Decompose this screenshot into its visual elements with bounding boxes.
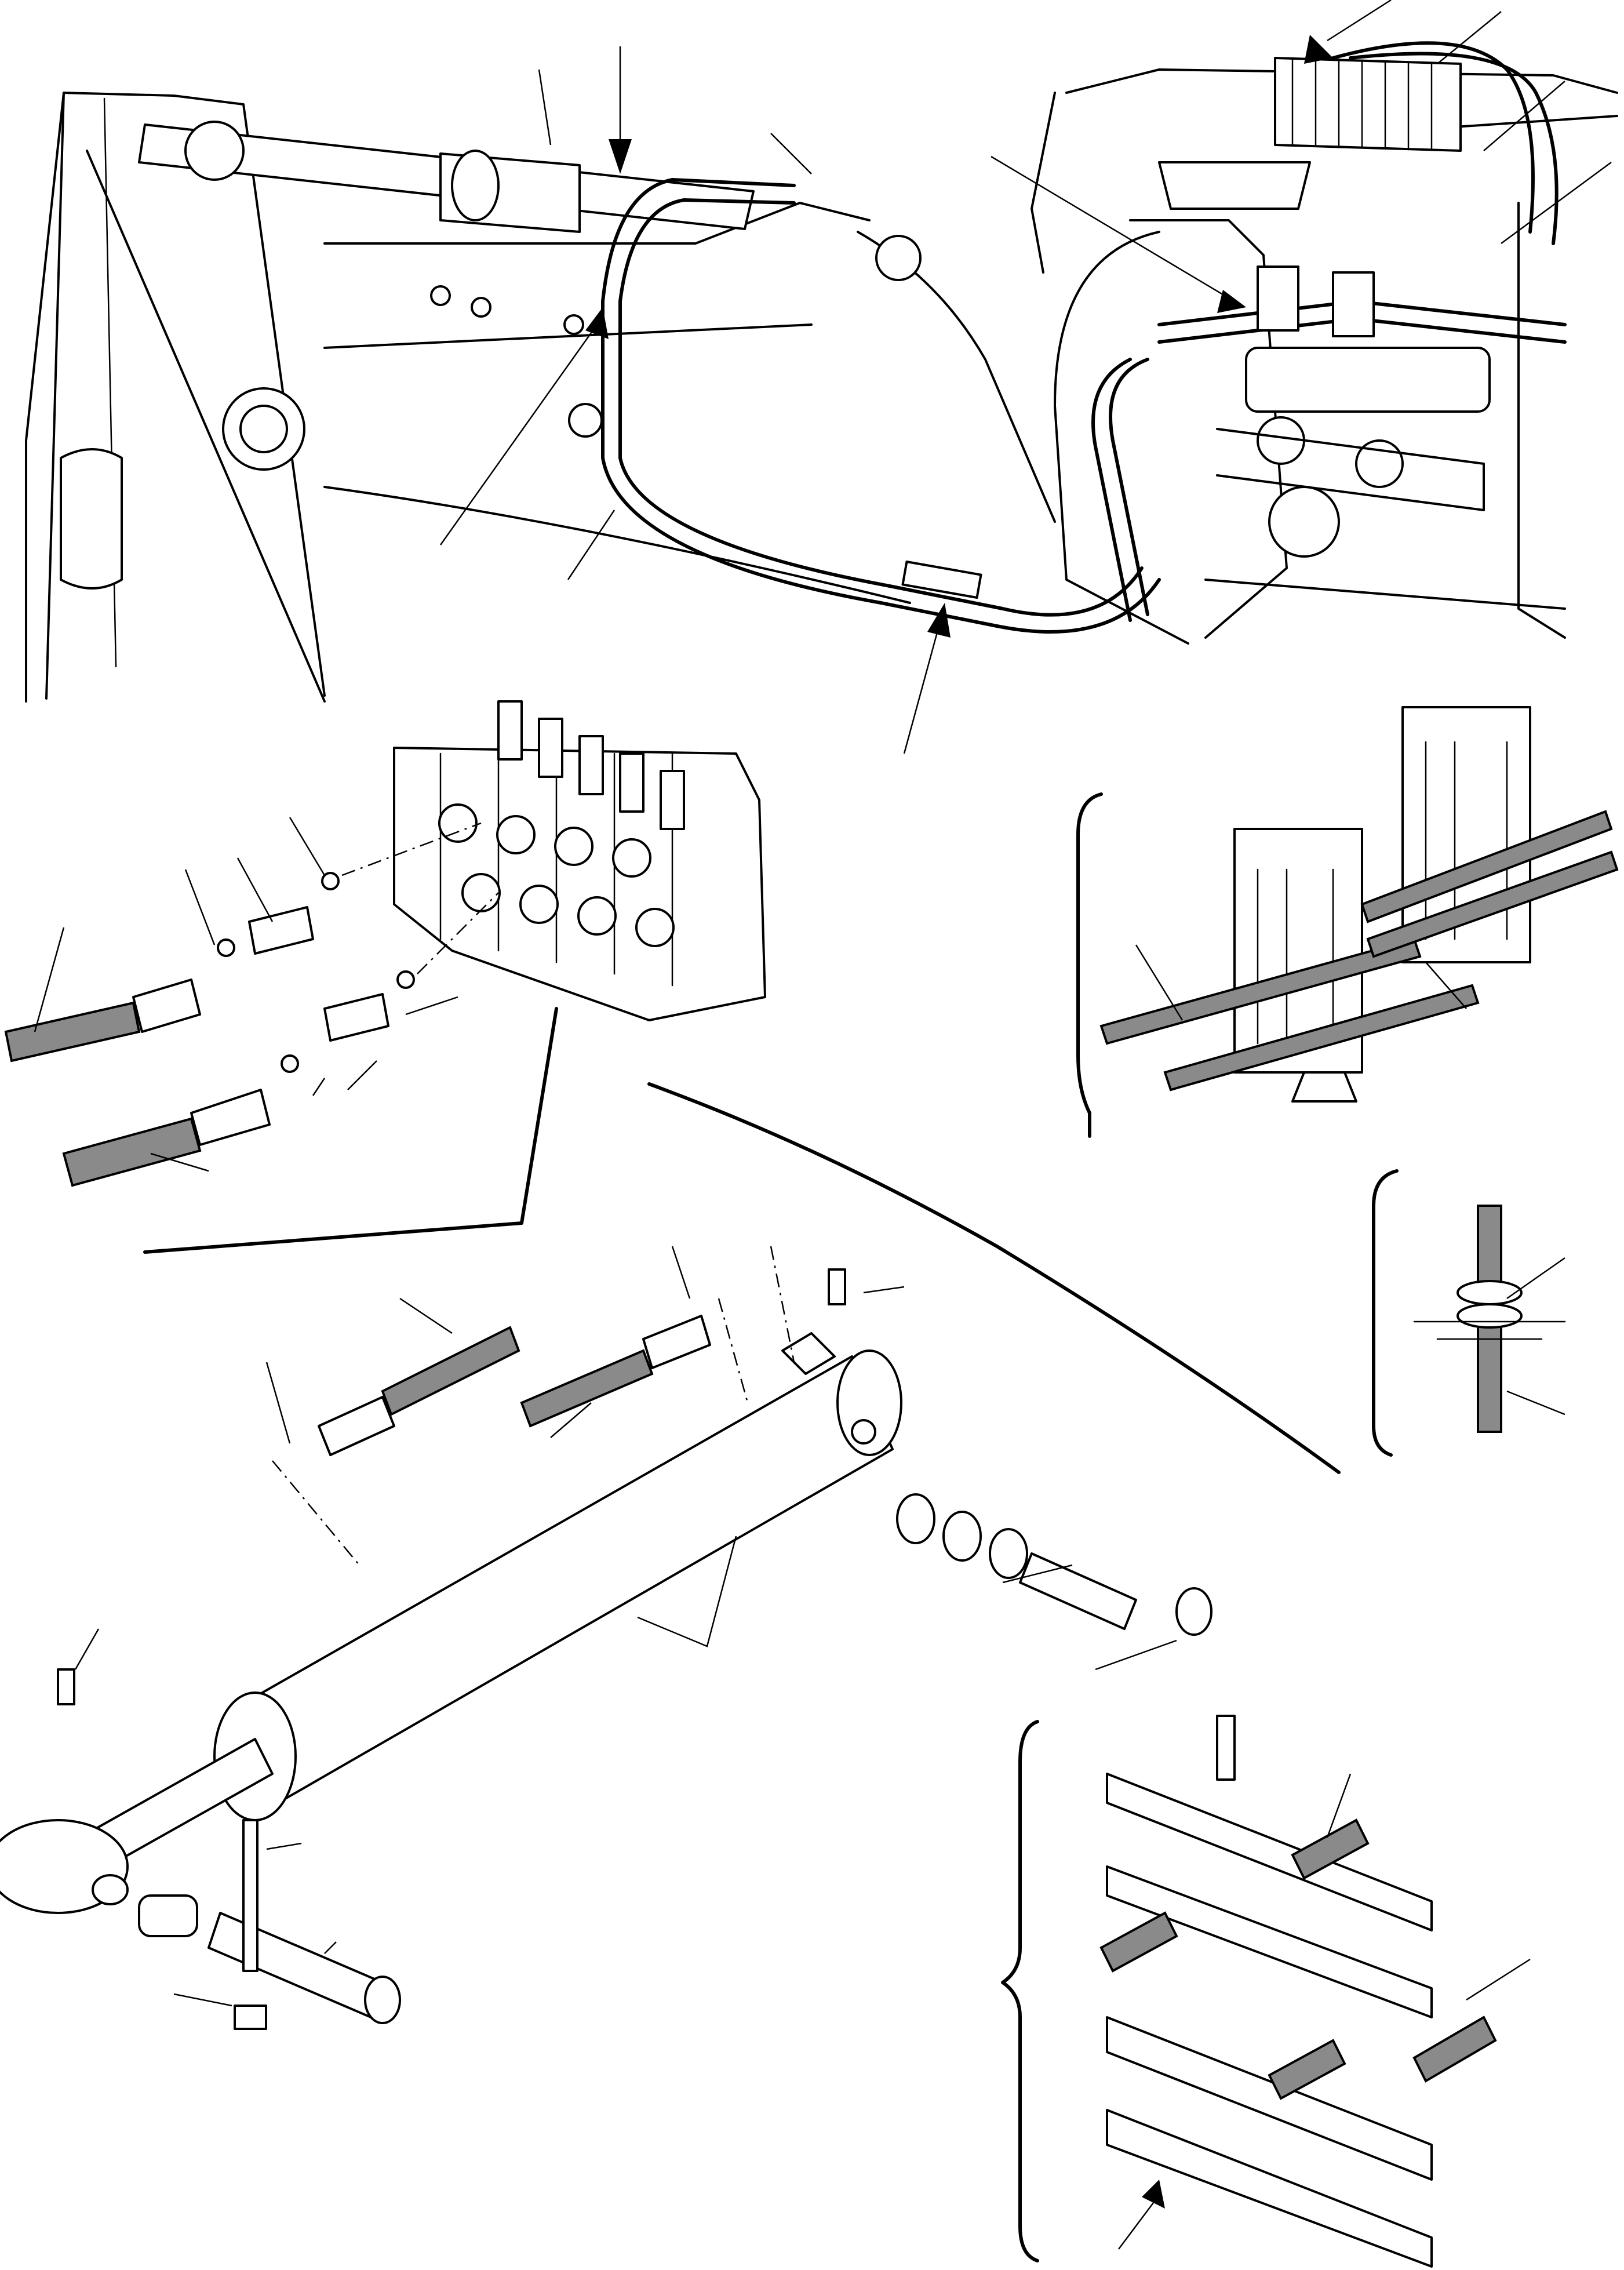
hose-clamp-bracket-icon: [1076, 706, 1619, 1138]
control-valve-icon: [4, 700, 766, 1254]
boom-assembly-icon: [25, 0, 1618, 754]
hydraulic-cylinder-icon: [0, 1082, 1341, 2030]
clamp-block-icon: [1001, 1715, 1531, 2268]
grommet-icon: [1372, 1169, 1566, 1457]
